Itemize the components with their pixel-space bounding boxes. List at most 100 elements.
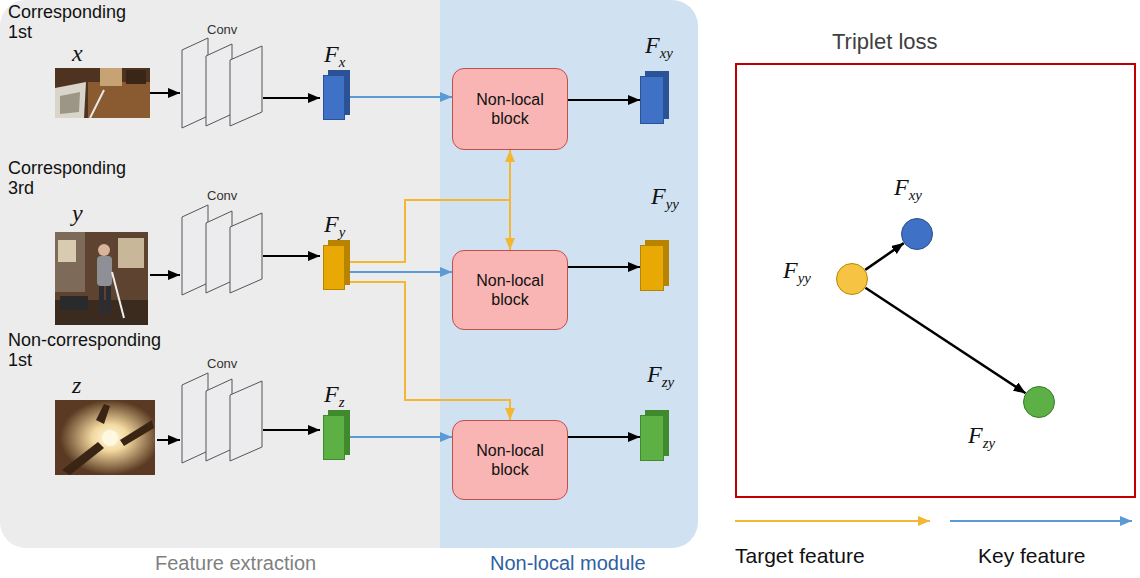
math-subscript: z — [339, 394, 345, 410]
photo-doorway — [118, 238, 144, 268]
photo-fan-blade — [62, 442, 104, 475]
legend-arrow — [735, 520, 930, 522]
flow-arrow — [263, 429, 320, 431]
view-caption: Corresponding 1st — [8, 2, 143, 42]
input-variable: z — [72, 372, 81, 398]
feature-label: Fyy — [651, 182, 679, 213]
connector-arrow — [865, 288, 1025, 393]
photo-door — [100, 68, 122, 86]
connector-arrow — [865, 243, 904, 270]
conv-plate — [182, 38, 208, 128]
non-local-block: Non-local block — [452, 250, 568, 330]
view-caption: Corresponding 3rd — [8, 158, 143, 198]
photo-ground — [55, 68, 150, 118]
conv-plate — [182, 373, 208, 463]
feature-label: Fxy — [645, 31, 673, 62]
math-subscript: zy — [662, 374, 674, 390]
photo-fan-blade — [96, 404, 110, 424]
feature-map: Fy — [323, 245, 345, 290]
conv-plate — [230, 213, 262, 293]
non-local-block: Non-local block — [452, 420, 568, 500]
connector-arrow — [568, 99, 640, 101]
embedding-circle: Fyy — [836, 263, 868, 295]
embedding-circle: Fxy — [901, 218, 933, 250]
photo-ground — [55, 400, 155, 475]
math-subscript: x — [339, 54, 346, 70]
photo-fan-blade — [120, 420, 154, 446]
math-symbol: F — [783, 257, 798, 283]
connector-arrow — [345, 96, 452, 98]
connector-arrow — [345, 282, 510, 420]
flow-arrow — [263, 97, 320, 99]
math-symbol: F — [894, 174, 909, 200]
embedding-circle: Fzy — [1023, 386, 1055, 418]
math-subscript: xy — [909, 187, 922, 203]
layer-label: Conv — [207, 22, 237, 37]
feature-label: Fz — [324, 380, 344, 411]
feature-label: Fzy — [968, 421, 995, 452]
connector-arrow — [568, 436, 640, 438]
photo-cabinet — [126, 70, 146, 84]
connector-arrow — [345, 436, 452, 438]
connector-arrow — [568, 266, 640, 268]
conv-stack — [182, 38, 262, 128]
non-local-block: Non-local block — [452, 68, 568, 150]
photo-bulb — [102, 430, 118, 446]
photo-person-head — [98, 244, 110, 256]
photo-third-person — [55, 232, 148, 325]
connector-arrow — [345, 200, 510, 262]
math-subscript: yy — [666, 196, 679, 212]
legend-label: Target feature — [735, 543, 865, 569]
photo-floor — [88, 82, 150, 118]
math-symbol: F — [324, 211, 339, 237]
box-title: Triplet loss — [832, 29, 938, 55]
feature-map: Fx — [323, 75, 345, 120]
photo-person-leg — [106, 286, 111, 314]
feature-map: Fxy — [640, 76, 664, 124]
conv-plate — [230, 381, 262, 461]
conv-plate — [206, 211, 232, 293]
photo-ground — [55, 232, 148, 325]
input-variable: x — [72, 40, 83, 66]
panel-caption: Non-local module — [490, 551, 646, 575]
math-symbol: F — [324, 381, 339, 407]
feature-label: Fxy — [894, 173, 922, 204]
non-local-module-panel: Non-local moduleNon-local blockFxyNon-lo… — [440, 0, 698, 548]
block-label: Non-local block — [463, 271, 557, 309]
photo-wall — [55, 232, 85, 292]
connector-arrow — [345, 150, 510, 262]
feature-label: Fy — [324, 210, 345, 241]
math-symbol: F — [324, 41, 339, 67]
layer-label: Conv — [207, 188, 237, 203]
photo-table — [60, 296, 88, 310]
conv-plate — [182, 205, 208, 295]
feature-map: Fyy — [640, 245, 664, 291]
panel-caption: Feature extraction — [155, 551, 316, 575]
connector-arrow — [345, 271, 452, 273]
feature-map: Fzy — [640, 415, 664, 461]
conv-plate — [206, 379, 232, 461]
math-subscript: zy — [983, 435, 995, 451]
flow-arrow — [157, 439, 180, 441]
block-label: Non-local block — [463, 441, 557, 479]
math-symbol: F — [645, 32, 660, 58]
conv-plate — [230, 46, 262, 126]
math-subscript: y — [339, 224, 346, 240]
input-variable: y — [72, 200, 83, 226]
feature-label: Fyy — [783, 256, 811, 287]
photo-cane — [112, 272, 124, 318]
block-label: Non-local block — [463, 90, 557, 128]
legend-label: Key feature — [978, 543, 1085, 569]
feature-map: Fz — [323, 415, 345, 460]
math-symbol: F — [968, 422, 983, 448]
photo-pattern — [60, 92, 80, 114]
view-caption: Non-corresponding 1st — [8, 330, 183, 370]
photo-window — [58, 240, 76, 262]
photo-person-leg — [99, 286, 104, 314]
math-subscript: xy — [660, 45, 673, 61]
photo-bed — [55, 82, 86, 118]
math-symbol: F — [651, 183, 666, 209]
photo-light — [55, 400, 155, 475]
